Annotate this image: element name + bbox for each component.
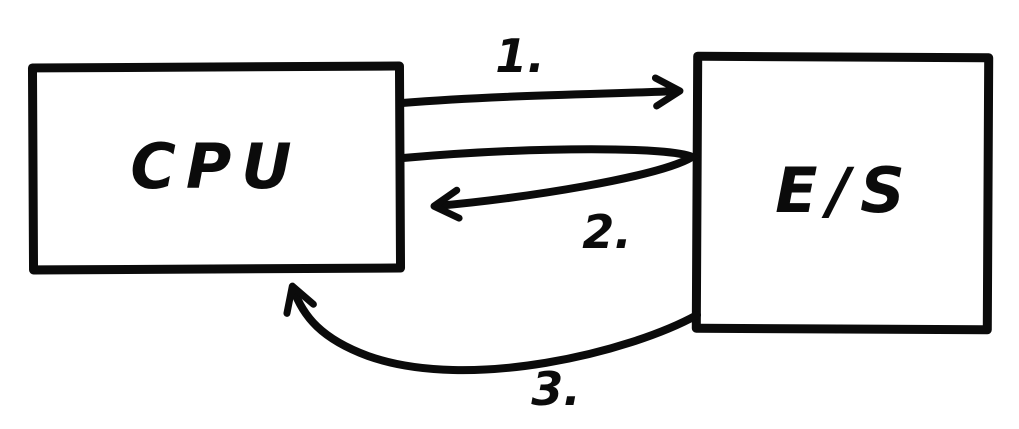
cpu-label: CPU <box>130 130 301 203</box>
arrow-1-path <box>398 74 684 110</box>
es-box <box>691 51 994 335</box>
arrow-1-label: 1. <box>495 29 544 83</box>
arrow-3-label: 3. <box>531 362 580 416</box>
arrow-3-path <box>283 282 701 375</box>
arrow-2-label: 2. <box>582 205 631 259</box>
es-label: E/S <box>775 154 915 227</box>
cpu-box <box>27 61 406 275</box>
arrow-2-path <box>399 145 701 222</box>
